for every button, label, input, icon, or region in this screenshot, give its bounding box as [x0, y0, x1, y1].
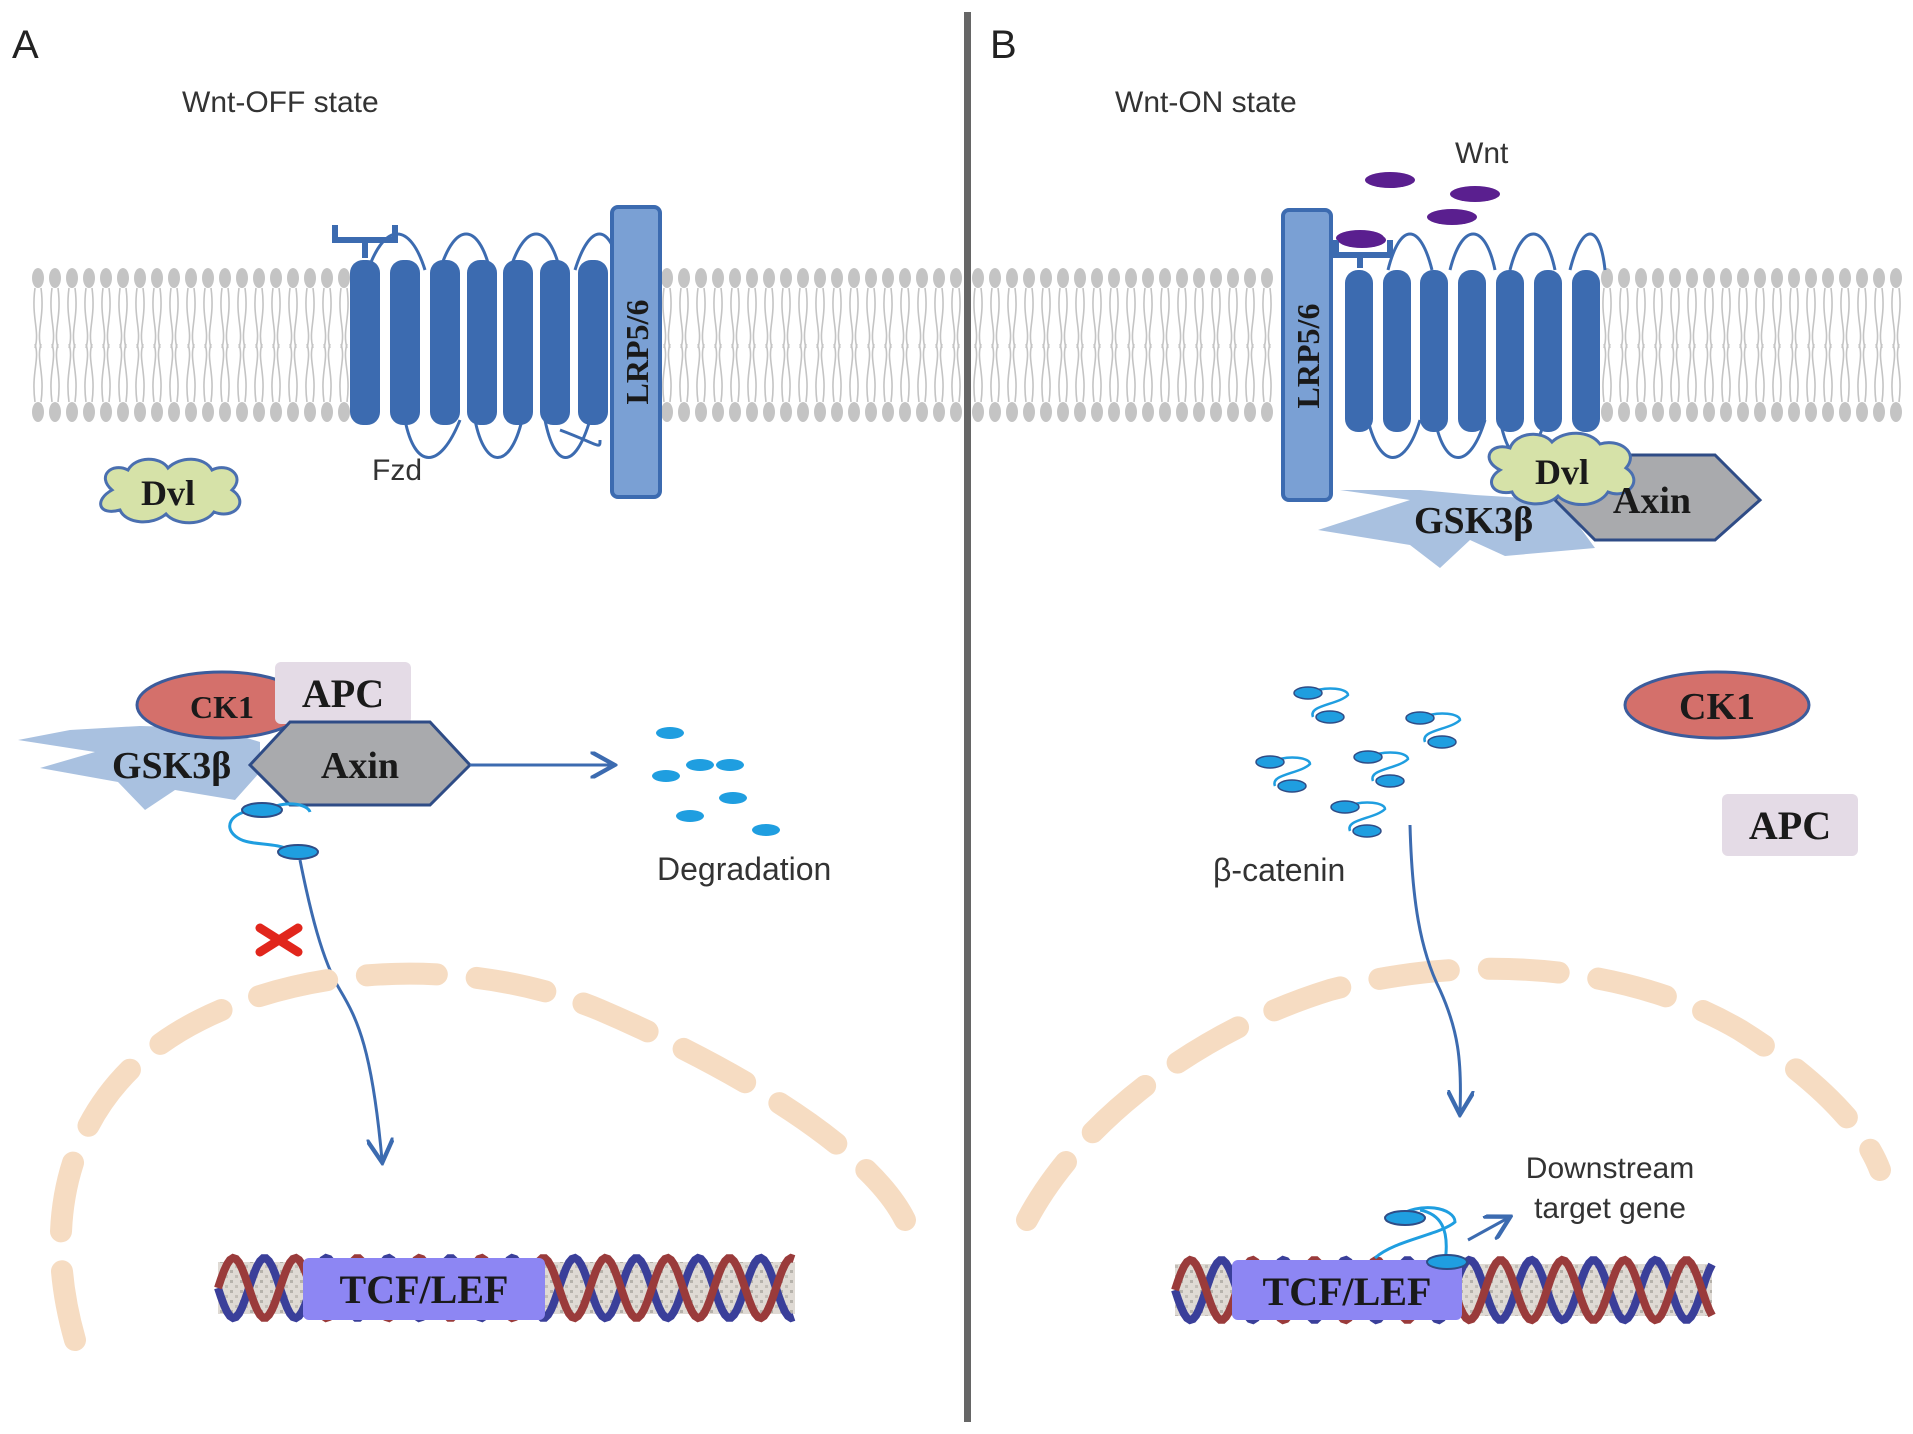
- fzd-loops-right: [1366, 232, 1607, 459]
- blocked-translocation-arrow-left: [298, 859, 382, 1160]
- block-x-icon: [255, 923, 303, 957]
- cell-membrane-right: [972, 268, 1902, 422]
- ck1-label-right: CK1: [1679, 686, 1755, 728]
- tcf-lef-label-left: TCF/LEF: [340, 1267, 509, 1312]
- apc-box-left: [275, 662, 411, 724]
- ck1-label-left: CK1: [190, 689, 254, 725]
- beta-catenin-bound-left: [228, 802, 319, 860]
- wnt-bound-to-fzd: [1338, 232, 1386, 248]
- gsk3b-burst-right: [1318, 490, 1595, 568]
- lrp-label-right: LRP5/6: [1290, 304, 1326, 409]
- nuclear-translocation-arrow-right: [1408, 824, 1460, 1112]
- cell-membrane-left: [32, 268, 962, 422]
- gsk3b-burst-left: [18, 726, 260, 810]
- gsk3b-label-left: GSK3β: [112, 745, 231, 787]
- dvl-cloud-right: [1487, 431, 1636, 506]
- lrp-label-left: LRP5/6: [619, 300, 655, 405]
- axin-label-left: Axin: [321, 745, 399, 787]
- tcf-lef-box-left: [303, 1258, 545, 1320]
- dvl-cloud-left: [99, 457, 242, 525]
- dvl-label-right: Dvl: [1535, 452, 1589, 492]
- apc-label-left: APC: [302, 671, 384, 716]
- transcription-arrow: [1467, 1218, 1508, 1242]
- lrp-receptor-left: [610, 205, 662, 499]
- nuclear-envelope-left: [49, 962, 916, 1351]
- downstream-label-line1: Downstream: [1526, 1152, 1694, 1185]
- panel-b-letter: B: [990, 23, 1017, 67]
- fzd-n-terminus-left: [332, 225, 398, 258]
- wnt-label: Wnt: [1455, 137, 1509, 170]
- ck1-ellipse-right: [1623, 670, 1811, 740]
- panel-divider: [964, 12, 971, 1422]
- apc-box-right: [1722, 794, 1858, 856]
- degradation-fragments: [652, 727, 780, 836]
- beta-catenin-pool: [1255, 686, 1462, 838]
- tcf-lef-label-right: TCF/LEF: [1263, 1269, 1432, 1314]
- wnt-on-title: Wnt-ON state: [1115, 86, 1297, 119]
- apc-label-right: APC: [1749, 803, 1831, 848]
- downstream-label-line2: target gene: [1534, 1192, 1686, 1225]
- axin-label-right: Axin: [1613, 480, 1691, 522]
- tcf-lef-box-right: [1232, 1260, 1462, 1320]
- gsk3b-label-right: GSK3β: [1414, 500, 1533, 542]
- wnt-off-title: Wnt-OFF state: [182, 86, 379, 119]
- panel-a-letter: A: [12, 23, 39, 67]
- beta-catenin-nuclear: [1373, 1206, 1468, 1270]
- fzd-label: Fzd: [372, 454, 422, 487]
- fzd-n-terminus-right: [1333, 240, 1393, 268]
- fzd-receptor-right: [1333, 232, 1607, 459]
- nuclear-envelope-right: [1016, 957, 1891, 1231]
- fzd-receptor-left: [332, 225, 622, 459]
- lrp-receptor-right: [1281, 208, 1333, 502]
- degradation-label: Degradation: [657, 851, 831, 887]
- beta-catenin-label: β-catenin: [1213, 852, 1345, 888]
- dvl-label-left: Dvl: [141, 473, 195, 513]
